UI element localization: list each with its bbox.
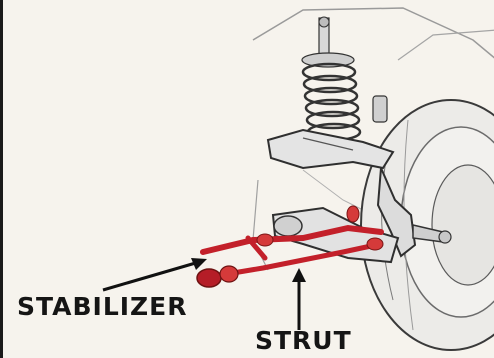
strut-label: STRUT xyxy=(255,328,352,353)
stabilizer-arrow xyxy=(103,258,207,290)
stabilizer-label: STABILIZER xyxy=(17,294,188,319)
upper-control-arm xyxy=(268,130,393,168)
coil-spring xyxy=(302,17,387,140)
strut-arrow xyxy=(292,268,306,330)
wheel-tire xyxy=(361,100,494,350)
